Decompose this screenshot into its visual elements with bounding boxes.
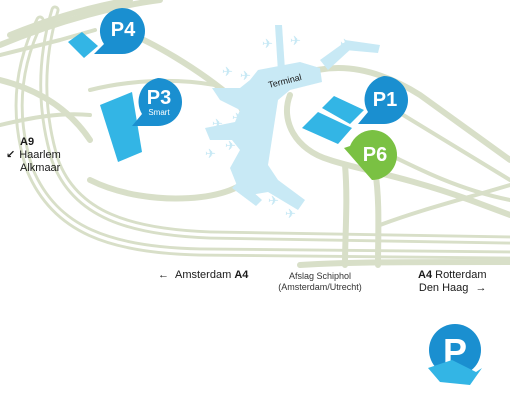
- alkmaar-label: Alkmaar: [20, 162, 61, 174]
- terminal-building: [205, 25, 380, 210]
- road-a9-spur-2: [0, 112, 92, 127]
- direction-a9: A9 ↙Haarlem Alkmaar: [6, 136, 61, 175]
- road-a4-south: [297, 259, 510, 268]
- airplane-icon: ✈: [285, 207, 296, 222]
- parking-area-p3: [100, 92, 142, 162]
- road-lower-east: [378, 183, 510, 227]
- road-east-loop-2: [283, 92, 510, 218]
- road-top-diagonal: [0, 0, 163, 48]
- pin-p4: [94, 8, 145, 54]
- parking-area-p1b: [322, 96, 364, 124]
- airplane-icon: ✈: [222, 65, 233, 80]
- road-exit-connector-2: [372, 167, 382, 268]
- den-haag-label: Den Haag: [418, 282, 469, 294]
- parking-areas: [68, 32, 364, 162]
- airplane-icon: ✈: [262, 37, 273, 52]
- p1-label[interactable]: P1: [372, 89, 398, 111]
- p4-label[interactable]: P4: [110, 19, 136, 41]
- road-east-parallel: [393, 108, 510, 182]
- amsterdam-label: Amsterdam: [175, 269, 232, 281]
- pin-p6: [344, 130, 397, 180]
- amsterdam-road-label: A4: [234, 269, 249, 281]
- airplane-icon: ✈: [240, 69, 251, 84]
- road-a9-spur: [0, 77, 93, 143]
- airplane-icon: ✈: [212, 117, 223, 132]
- parking-plane-logo-icon: P: [428, 324, 482, 385]
- airplane-icon: ✈: [268, 194, 279, 209]
- direction-schiphol-exit: Afslag Schiphol (Amsterdam/Utrecht): [265, 271, 375, 293]
- road-exit-connector: [342, 162, 350, 268]
- airplane-icon: ✈: [290, 34, 301, 49]
- a9-road-label: A9: [20, 136, 35, 148]
- p6-label[interactable]: P6: [362, 144, 388, 166]
- pin-markers: [94, 8, 408, 180]
- arrow-left-icon: ←: [158, 269, 169, 281]
- direction-rotterdam: A4 Rotterdam Den Haag →: [418, 269, 486, 295]
- pin-p1: [358, 76, 408, 124]
- pin-p3: [132, 78, 182, 126]
- road-top-diagonal-2: [7, 0, 133, 38]
- parking-area-p4: [68, 32, 98, 58]
- haarlem-label: Haarlem: [19, 149, 61, 161]
- airplane-icon: ✈: [340, 37, 351, 52]
- direction-amsterdam: ← Amsterdam A4: [158, 269, 248, 282]
- rotterdam-label: Rotterdam: [435, 269, 487, 281]
- airplanes-group: ✈ ✈ ✈ ✈ ✈ ✈ ✈ ✈ ✈ ✈ ✈ ✈: [205, 34, 351, 222]
- airplane-icon: ✈: [238, 175, 249, 190]
- rotterdam-road-label: A4: [418, 269, 433, 281]
- airplane-icon: ✈: [205, 147, 216, 162]
- airplane-icon: ✈: [232, 111, 243, 126]
- p3-sub-label: Smart: [148, 108, 170, 117]
- schiphol-exit-line1: Afslag Schiphol: [288, 271, 352, 281]
- schiphol-exit-line2: (Amsterdam/Utrecht): [278, 282, 362, 292]
- arrow-right-icon: →: [475, 282, 487, 294]
- airplane-icon: ✈: [225, 139, 236, 154]
- parking-area-p1: [302, 112, 352, 144]
- arrow-southwest-icon: ↙: [6, 149, 16, 161]
- p3-label[interactable]: P3: [146, 87, 172, 109]
